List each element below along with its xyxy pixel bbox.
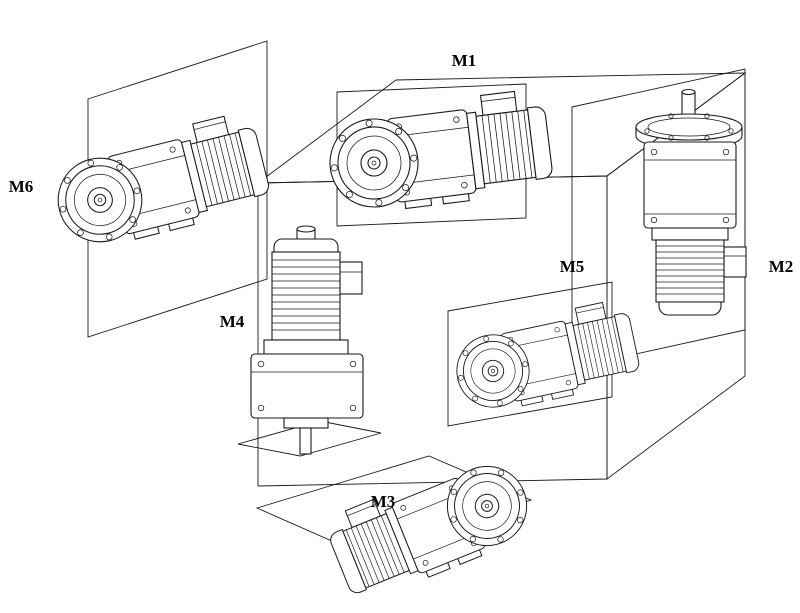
gearmotor-m1 [324,88,555,217]
gearmotor-m2 [635,88,747,316]
gearmotor-m3 [322,446,540,606]
mounting-plane-m5 [447,281,613,427]
gearmotor-m4 [250,225,364,455]
label-m3: M3 [371,492,396,511]
label-m2: M2 [769,257,794,276]
mounting-plane-m6 [87,40,268,338]
label-m4: M4 [220,312,245,331]
gearmotor-m5 [449,298,643,418]
mounting-plane-m4 [237,420,382,457]
mounting-plane-m3 [255,455,533,554]
label-m1: M1 [452,51,477,70]
gearmotor-m6 [47,110,273,256]
label-m6: M6 [9,177,34,196]
label-m5: M5 [560,257,585,276]
mounting-plane-m2 [571,68,746,369]
